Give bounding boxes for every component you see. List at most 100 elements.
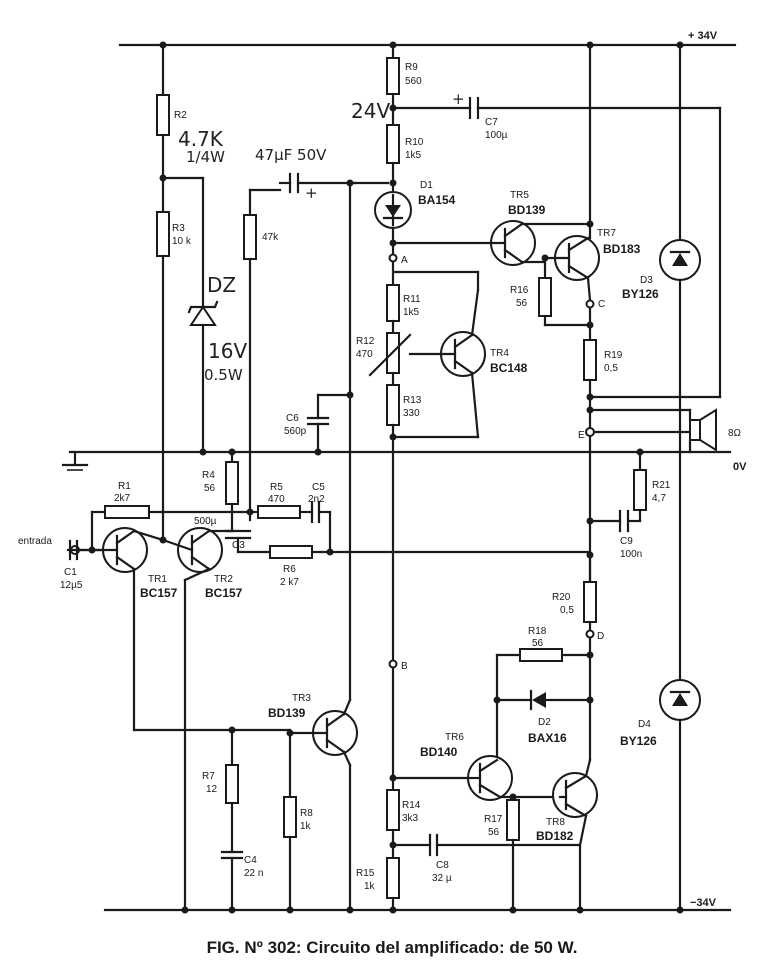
node-c-label: C	[598, 299, 605, 310]
c7-label: C7	[485, 117, 498, 128]
resistor-r10	[386, 124, 400, 164]
r4-value: 56	[204, 483, 216, 494]
tr4-label: TR4	[490, 348, 509, 359]
speaker-impedance: 8Ω	[728, 428, 742, 439]
c5-label: C5	[312, 482, 325, 493]
resistor-r5	[257, 505, 301, 519]
negative-rail-label: −34V	[690, 897, 717, 909]
r3-label: R3	[172, 223, 185, 234]
r5-value: 470	[268, 494, 285, 505]
r10-value: 1k5	[405, 150, 422, 161]
node-d-label: D	[597, 631, 604, 642]
node-24v-handwritten: 24V	[351, 99, 390, 123]
lower-bias-chain: B R14 3k3 R15 1k C8 32 µ	[356, 659, 582, 914]
r21-label: R21	[652, 480, 671, 491]
c6-value: 560p	[284, 426, 307, 437]
resistor-r3	[156, 211, 170, 257]
resistor-r4	[225, 461, 239, 505]
output-node: E 8Ω R21 4,7 C9 100n	[578, 408, 742, 560]
r12-value: 470	[356, 349, 373, 360]
r18-value: 56	[532, 638, 544, 649]
r1-value: 2k7	[114, 493, 131, 504]
driver-bias-chain: R9 560 24V R10 1k5 D1 BA154 A R11 1k5 R1…	[351, 41, 456, 662]
tr3-part: BD139	[268, 706, 306, 720]
r17-value: 56	[488, 827, 500, 838]
output-lower-stage: R20 0,5 D R18 56 D2 BAX16 TR6 BD140 R17 …	[420, 553, 604, 914]
r10-label: R10	[405, 137, 424, 148]
r8-value: 1k	[300, 821, 312, 832]
tr3-label: TR3	[292, 693, 311, 704]
r11-label: R11	[403, 294, 421, 305]
node-e-label: E	[578, 430, 585, 441]
tr2-label: TR2	[214, 574, 233, 585]
r20-label: R20	[552, 592, 571, 603]
protection-diodes: D3 BY126 D4 BY126	[620, 41, 701, 914]
resistor-r9	[386, 57, 400, 95]
bias-divider: R2 4.7K 1/4W R3 10 k DZ 16V 0.5W	[156, 41, 247, 542]
c7-value: 100µ	[485, 130, 508, 141]
output-upper-stage: TR5 BD139 TR7 BD183 R16 56 C R19 0,5	[391, 41, 641, 602]
feedback-network: R4 56 500µ C3 R5 470 C5 2n2 R6 2 k7	[194, 448, 592, 588]
diode-d2	[532, 692, 546, 708]
speaker-icon	[689, 419, 701, 441]
rails: + 34V 0V −34V	[61, 30, 747, 912]
tr2-part: BC157	[205, 586, 243, 600]
resistor-r16	[538, 277, 552, 317]
resistor-r21	[633, 469, 647, 511]
c4-label: C4	[244, 855, 257, 866]
tr1-label: TR1	[148, 574, 167, 585]
transistor-tr2	[177, 527, 223, 573]
c9-value: 100n	[620, 549, 642, 560]
c4-value: 22 n	[244, 868, 263, 879]
resistor-r7	[225, 764, 239, 804]
tr7-label: TR7	[597, 228, 616, 239]
d3-label: D3	[640, 275, 653, 286]
tr1-part: BC157	[140, 586, 178, 600]
node-b-label: B	[401, 661, 408, 672]
r20-value: 0,5	[560, 605, 574, 616]
tr7-part: BD183	[603, 242, 641, 256]
resistor-r1	[104, 505, 150, 519]
tr8-label: TR8	[546, 817, 565, 828]
positive-rail-label: + 34V	[688, 30, 718, 42]
c1-label: C1	[64, 567, 77, 578]
r19-value: 0,5	[604, 363, 618, 374]
resistor-r6	[269, 545, 313, 559]
plus-mark-icon: +	[305, 184, 318, 202]
tr6-part: BD140	[420, 745, 458, 759]
r17-label: R17	[484, 814, 503, 825]
tr8-part: BD182	[536, 829, 574, 843]
d3-part: BY126	[622, 287, 659, 301]
r14-value: 3k3	[402, 813, 419, 824]
resistor-r19	[583, 339, 597, 381]
r19-label: R19	[604, 350, 623, 361]
resistor-r18	[519, 648, 563, 662]
resistor-r13	[386, 384, 400, 426]
c3-label: C3	[232, 540, 245, 551]
input-stage: entrada C1 12µ5 R1 2k7 TR1 BC157 TR2 BC1…	[18, 481, 252, 912]
r2-label: R2	[174, 110, 187, 121]
c1-value: 12µ5	[60, 580, 83, 591]
r6-label: R6	[283, 564, 296, 575]
r4-label: R4	[202, 470, 215, 481]
vas-stage: TR3 BD139 R7 12 R8 1k C4 22 n	[132, 693, 358, 914]
figure-caption: FIG. Nº 302: Circuito del amplificado: d…	[206, 938, 578, 957]
r15-value: 1k	[364, 881, 376, 892]
d4-label: D4	[638, 719, 651, 730]
d2-label: D2	[538, 717, 551, 728]
r9-value: 560	[405, 76, 422, 87]
resistor-r2	[156, 94, 170, 136]
resistor-47k	[243, 214, 257, 260]
d4-part: BY126	[620, 734, 657, 748]
transistor-tr4: TR4 BC148	[391, 270, 528, 439]
resistor-r11	[386, 284, 400, 322]
c8-label: C8	[436, 860, 449, 871]
c3-value: 500µ	[194, 516, 217, 527]
c5-value: 2n2	[308, 494, 325, 505]
zener-power-handwritten: 0.5W	[204, 366, 243, 384]
zener-voltage-handwritten: 16V	[208, 339, 247, 363]
r8-label: R8	[300, 808, 313, 819]
r13-value: 330	[403, 408, 420, 419]
r7-value: 12	[206, 784, 218, 795]
